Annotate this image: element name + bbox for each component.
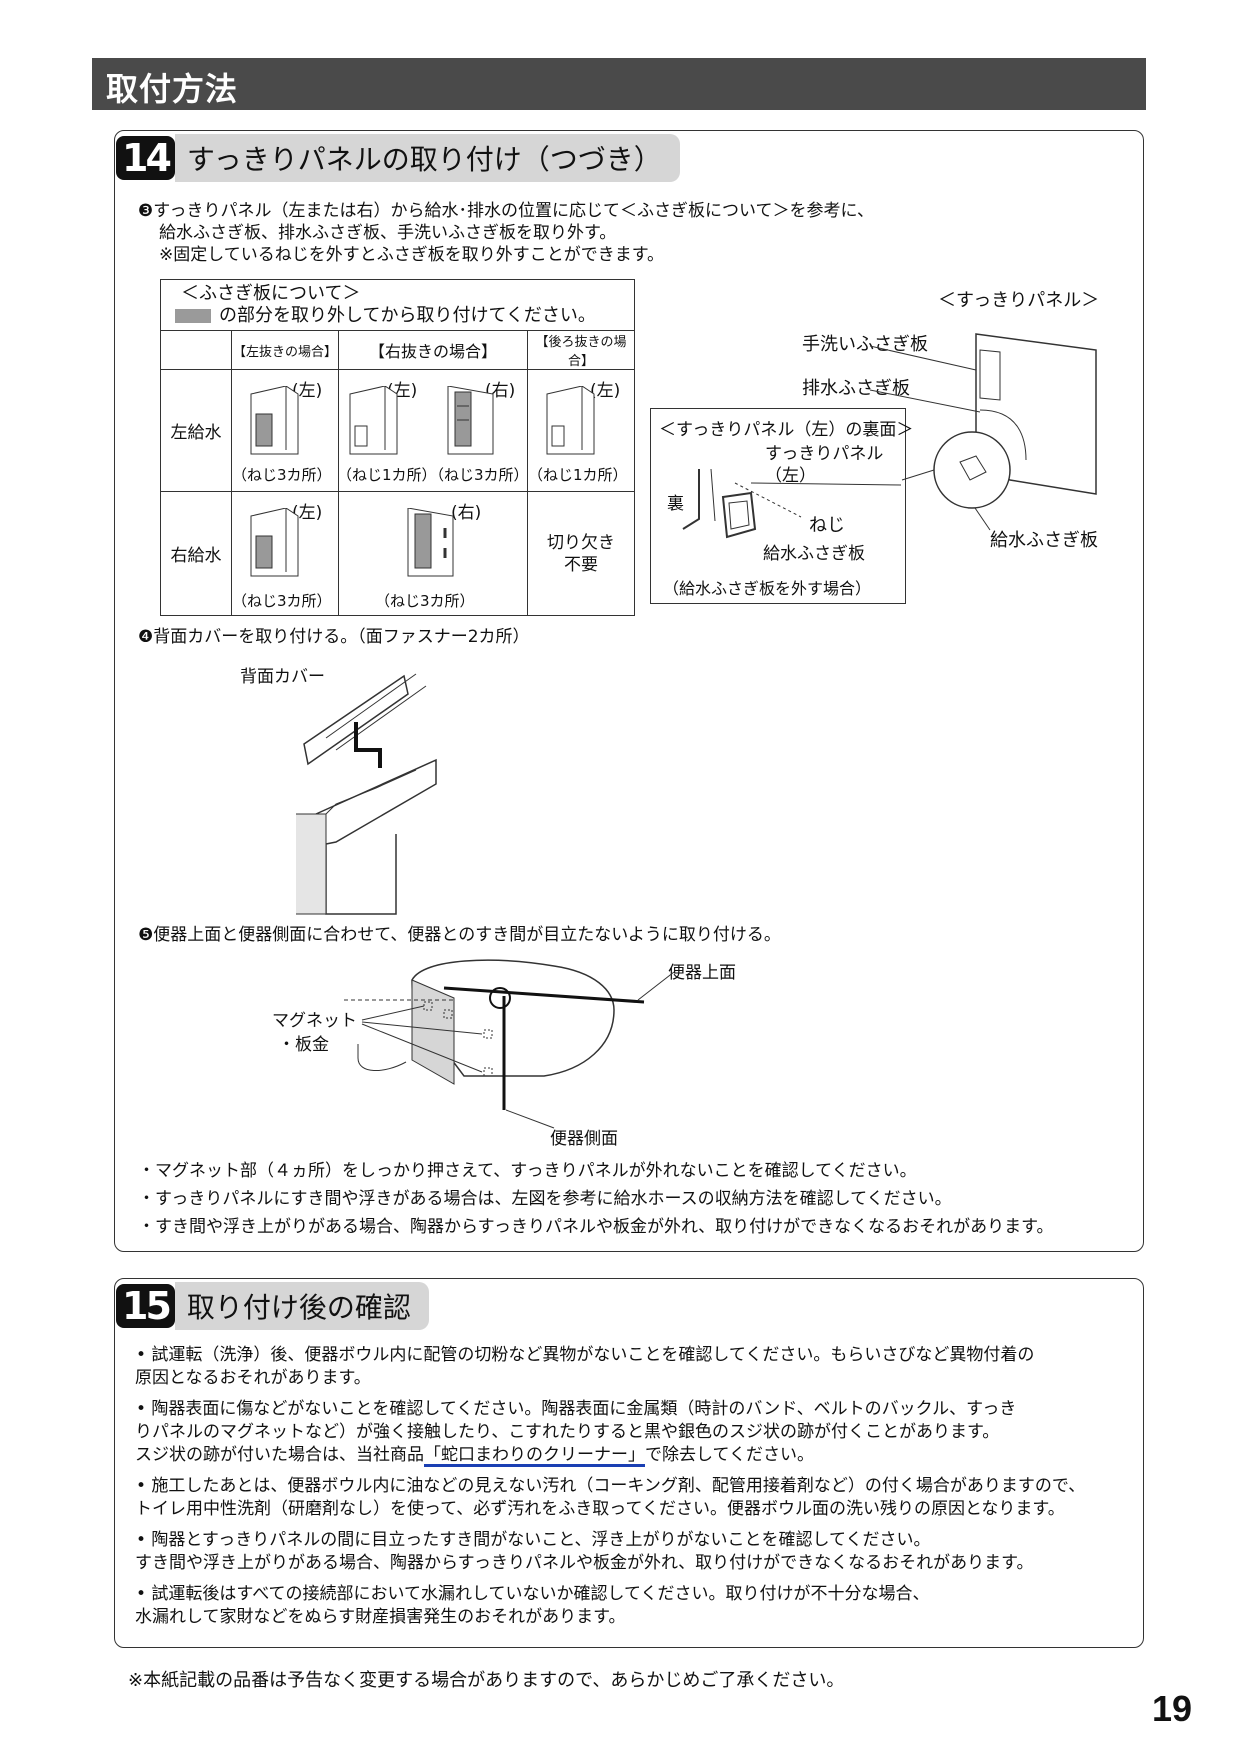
col-right-header: 【右抜きの場合】 (338, 330, 528, 370)
inset-screw-label: ねじ (809, 515, 845, 536)
toilet-panel-illustration (344, 959, 675, 1129)
label-sheet-metal: ・板金 (278, 1035, 329, 1055)
step-title: すっきりパネルの取り付け（つづき） (174, 134, 680, 182)
screw-count: （ねじ3カ所） (232, 591, 332, 610)
back-cover-illustration (296, 673, 437, 915)
col-back-header: 【後ろ抜きの場合】 (527, 330, 635, 370)
table-title: ＜ふさぎ板について＞ (181, 283, 361, 304)
label-bowl-side: 便器側面 (550, 1129, 618, 1149)
step-title: 取り付け後の確認 (174, 1282, 429, 1330)
inset-title: ＜すっきりパネル（左）の裏面＞ (659, 420, 914, 440)
note-item: ・マグネット部（４ヵ所）をしっかり押さえて、すっきりパネルが外れないことを確認し… (138, 1161, 917, 1181)
step-15-checklist: • 試運転（洗浄）後、便器ボウル内に配管の切粉など異物がないことを確認してくださ… (135, 1344, 1086, 1629)
step-14-heading: 14 すっきりパネルの取り付け（つづき） (116, 134, 680, 182)
check-item: • 施工したあとは、便器ボウル内に油などの見えない汚れ（コーキング剤、配管用接着… (135, 1476, 1086, 1519)
label-supply-plate: 給水ふさぎ板 (990, 530, 1098, 551)
panel-illustration (250, 385, 299, 454)
note-item: ・すっきりパネルにすき間や浮きがある場合は、左図を参考に給水ホースの収納方法を確… (138, 1189, 952, 1209)
inset-panel-label: すっきりパネル （左） (765, 444, 884, 486)
screw-count: （ねじ1カ所） (337, 465, 437, 484)
cover-plate-table: ＜ふさぎ板について＞ の部分を取り外してから取り付けてください。 【左抜きの場合… (160, 279, 635, 616)
step-15-heading: 15 取り付け後の確認 (116, 1282, 429, 1330)
screw-count: （ねじ3カ所） (429, 465, 529, 484)
legend-text: の部分を取り外してから取り付けてください。 (219, 305, 596, 326)
step-number: 15 (116, 1284, 175, 1328)
tag-left: (左) (590, 380, 621, 401)
tag-right: (右) (451, 502, 482, 523)
instruction-4: ❹背面カバーを取り付ける。（面ファスナー2カ所） (138, 627, 530, 647)
row-left-supply: 左給水 (160, 369, 232, 492)
back-side-inset: ＜すっきりパネル（左）の裏面＞ すっきりパネル （左） 裏 ねじ 給水ふさぎ板 … (650, 408, 913, 604)
legend-swatch (175, 309, 211, 323)
check-item: • 試運転後はすべての接続部において水漏れしていないか確認してください。取り付け… (135, 1584, 930, 1627)
tag-left: (左) (292, 380, 323, 401)
section-header: 取付方法 (92, 58, 1146, 110)
instruction-3: ❸すっきりパネル（左または右）から給水･排水の位置に応じて＜ふさぎ板について＞を… (138, 201, 875, 265)
footer-note: ※本紙記載の品番は予告なく変更する場合がありますので、あらかじめご了承ください。 (128, 1670, 845, 1691)
row-right-supply: 右給水 (160, 491, 232, 616)
check-item: • 試運転（洗浄）後、便器ボウル内に配管の切粉など異物がないことを確認してくださ… (135, 1345, 1035, 1388)
screw-count: （ねじ1カ所） (528, 465, 628, 484)
panel-illustration (546, 385, 595, 454)
label-drain-plate: 排水ふさぎ板 (802, 378, 910, 399)
label-magnet: マグネット (272, 1011, 357, 1031)
panel-illustration (250, 507, 299, 576)
instruction-5: ❺便器上面と便器側面に合わせて、便器とのすき間が目立たないように取り付ける。 (138, 925, 781, 945)
col-left-header: 【左抜きの場合】 (231, 330, 339, 370)
panel-illustration-large (869, 333, 1097, 531)
inset-back-label: 裏 (667, 494, 684, 514)
screw-count: （ねじ3カ所） (232, 465, 332, 484)
inset-caption: （給水ふさぎ板を外す場合） (663, 579, 872, 598)
step-14-notes: ・マグネット部（４ヵ所）をしっかり押さえて、すっきりパネルが外れないことを確認し… (138, 1160, 1053, 1239)
check-item: • 陶器表面に傷などがないことを確認してください。陶器表面に金属類（時計のバンド… (135, 1399, 1017, 1465)
panel-illustration (349, 385, 398, 454)
label-handwash-plate: 手洗いふさぎ板 (802, 334, 928, 355)
label-bowl-top: 便器上面 (668, 963, 736, 983)
step-number: 14 (116, 136, 175, 180)
panel-illustration (447, 385, 494, 454)
note-item: ・すき間や浮き上がりがある場合、陶器からすっきりパネルや板金が外れ、取り付けがで… (138, 1217, 1054, 1237)
cleaner-product-link: 「蛇口まわりのクリーナー」 (424, 1445, 645, 1465)
step-15-box (114, 1278, 1144, 1648)
section-title: 取付方法 (106, 70, 239, 108)
inset-supply-label: 給水ふさぎ板 (763, 544, 865, 564)
label-back-cover: 背面カバー (240, 667, 325, 687)
tag-left: (左) (292, 502, 323, 523)
panel-diagram-title: ＜すっきりパネル＞ (938, 290, 1100, 311)
no-cut-note: 切り欠き 不要 (527, 491, 635, 616)
page-number: 19 (1152, 1688, 1193, 1729)
screw-count: （ねじ3カ所） (375, 591, 475, 610)
panel-illustration (407, 507, 454, 576)
check-item: • 陶器とすっきりパネルの間に目立ったすき間がないこと、浮き上がりがないことを確… (135, 1530, 1034, 1573)
